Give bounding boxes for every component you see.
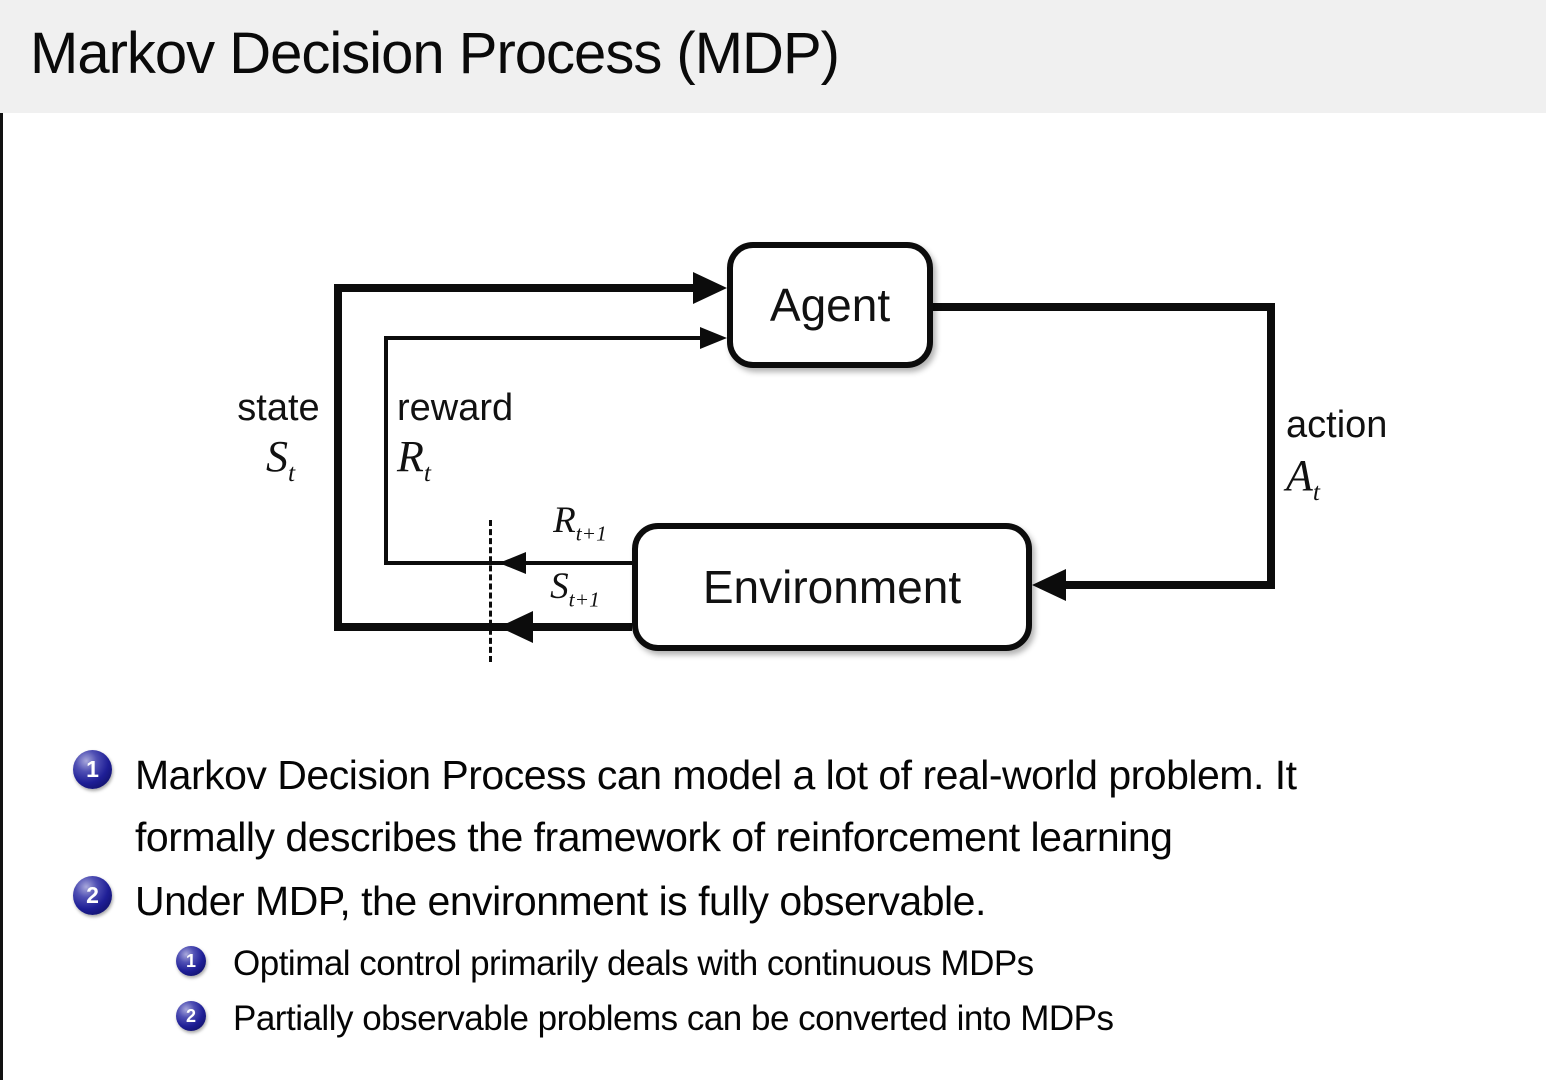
- bullet-text: Under MDP, the environment is fully obse…: [135, 878, 986, 924]
- reward-loop-vertical-line: [384, 336, 388, 565]
- agent-label: Agent: [769, 279, 891, 331]
- next-state-symbol: St+1: [550, 566, 600, 612]
- arrowhead-right-reward-icon: [700, 327, 727, 349]
- reward-label: reward: [397, 387, 514, 429]
- sub-bullet-number-ball: 1: [176, 946, 206, 976]
- action-loop-top-line: [933, 303, 1275, 311]
- next-reward-symbol: Rt+1: [553, 500, 607, 546]
- mdp-diagram: Agent Environment state St reward Rt Rt+…: [237, 242, 1388, 662]
- agent-box: Agent: [727, 242, 933, 368]
- sub-bullet-text: Partially observable problems can be con…: [233, 999, 1114, 1038]
- page-title: Markov Decision Process (MDP): [30, 21, 840, 86]
- sub-bullet-number-ball: 2: [176, 1001, 206, 1031]
- title-band: Markov Decision Process (MDP): [0, 0, 1546, 113]
- left-border-line: [0, 0, 3, 1080]
- sub-bullet-text: Optimal control primarily deals with con…: [233, 944, 1034, 983]
- action-loop-bottom-line: [1055, 581, 1275, 589]
- arrowhead-left-next-reward-icon: [499, 552, 526, 574]
- bullet-number-ball: 1: [73, 750, 112, 789]
- reward-loop-top-line: [384, 336, 703, 340]
- state-loop-vertical-line: [334, 284, 342, 631]
- state-label: state: [237, 387, 320, 429]
- arrowhead-right-state-icon: [693, 272, 727, 304]
- timestep-dashed-line: [489, 520, 492, 662]
- arrowhead-left-action-icon: [1032, 569, 1066, 601]
- state-symbol: St: [265, 432, 296, 487]
- action-loop-vertical-line: [1267, 303, 1275, 589]
- action-symbol: At: [1286, 451, 1320, 506]
- reward-symbol: Rt: [397, 432, 431, 487]
- action-label: action: [1286, 404, 1388, 446]
- bullet-text: Markov Decision Process can model a lot …: [135, 752, 1297, 860]
- arrowhead-left-next-state-icon: [499, 611, 533, 643]
- bullet-number-ball: 2: [73, 876, 112, 915]
- state-loop-top-line: [334, 284, 697, 292]
- environment-label: Environment: [702, 561, 962, 613]
- environment-box: Environment: [632, 523, 1032, 651]
- state-loop-bottom-line: [334, 623, 632, 631]
